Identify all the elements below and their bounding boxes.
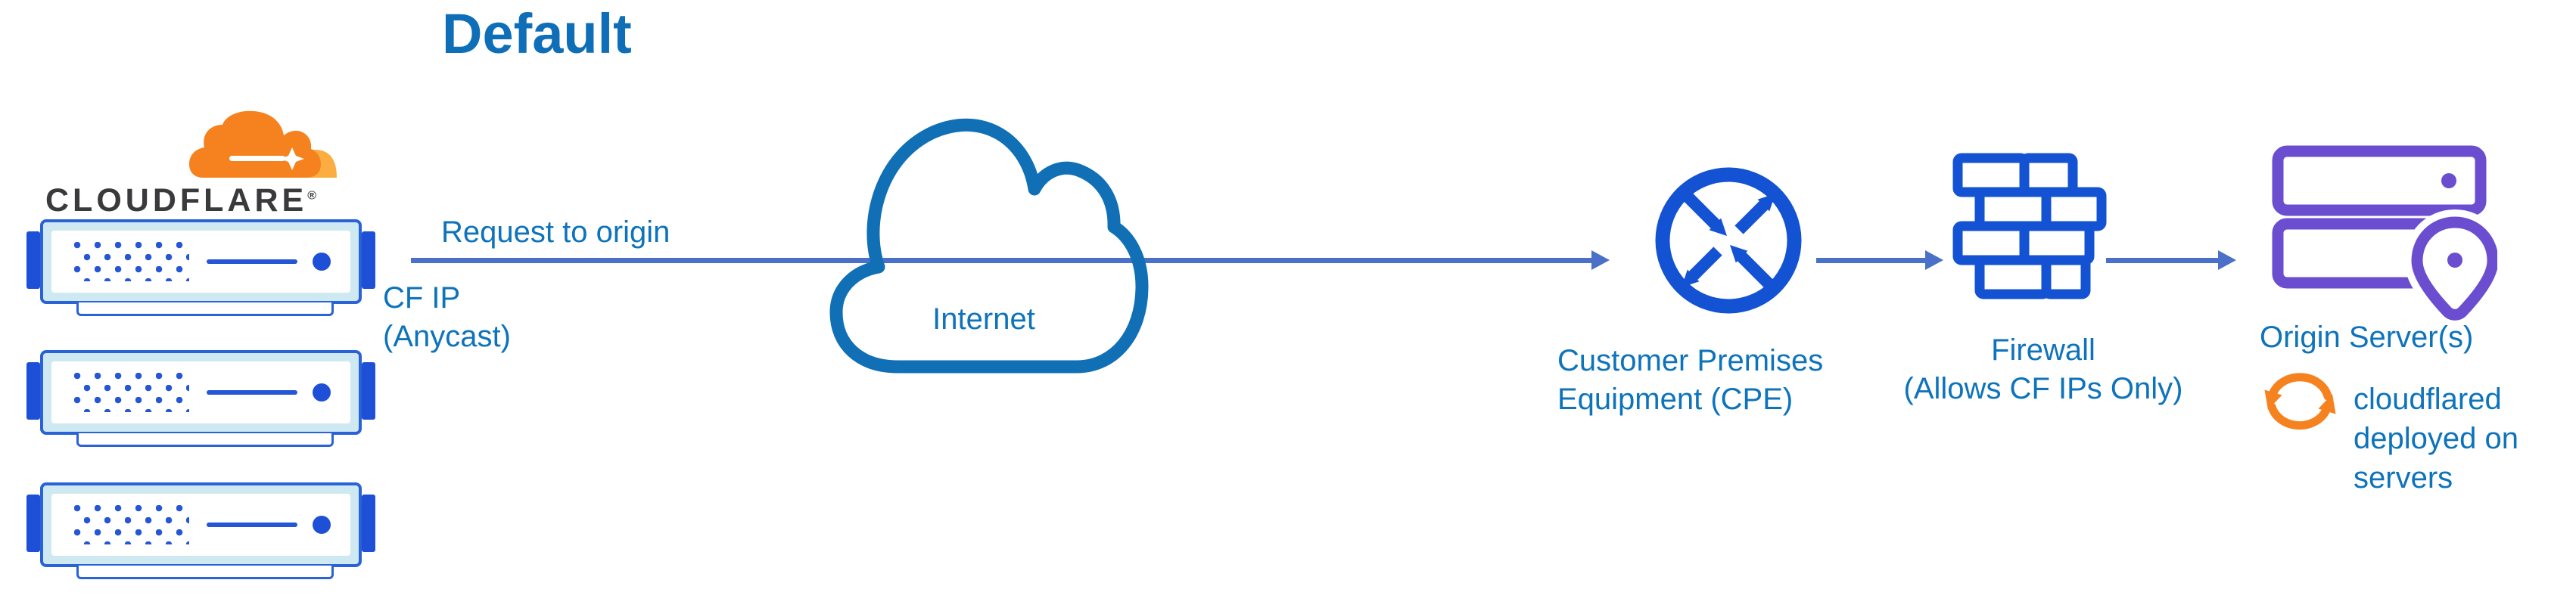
server-side-tab bbox=[362, 495, 375, 552]
flow-arrowhead-cpe-to-firewall bbox=[1925, 250, 1943, 270]
cf-ip-anycast-label: CF IP (Anycast) bbox=[383, 279, 511, 356]
flow-arrowhead-firewall-to-origin bbox=[2218, 250, 2236, 270]
cloudflared-label-line2: deployed on bbox=[2354, 422, 2518, 455]
server-side-tab bbox=[362, 362, 375, 420]
cloudflare-cloud-icon bbox=[189, 110, 337, 178]
internet-cloud-group: Internet bbox=[814, 110, 1154, 374]
server-slot-line bbox=[207, 390, 297, 395]
server-front-panel bbox=[51, 494, 350, 556]
cloudflare-wordmark: CLOUDFLARE® bbox=[45, 182, 316, 219]
cpe-arrows bbox=[1678, 188, 1778, 293]
origin-server-label: Origin Server(s) bbox=[2260, 321, 2474, 354]
flow-arrow-cf-to-cpe bbox=[411, 258, 1592, 263]
cf-ip-line: CF IP bbox=[383, 281, 461, 315]
cloudflared-label: cloudflared deployed on servers bbox=[2354, 380, 2518, 498]
server-vent-dots bbox=[74, 505, 189, 544]
edge-server bbox=[26, 219, 375, 316]
cloudflared-sync-icon bbox=[2264, 373, 2336, 430]
server-vent-dots bbox=[74, 373, 189, 412]
cpe-label-line2: Equipment (CPE) bbox=[1557, 383, 1794, 416]
location-pin-icon bbox=[2411, 216, 2497, 321]
internet-cloud-icon bbox=[829, 118, 1149, 374]
flow-arrow-cpe-to-firewall bbox=[1816, 258, 1927, 263]
firewall-label-line2: (Allows CF IPs Only) bbox=[1903, 372, 2183, 405]
cpe-label: Customer Premises Equipment (CPE) bbox=[1557, 342, 1823, 419]
server-power-led bbox=[313, 516, 331, 534]
edge-server bbox=[26, 350, 375, 447]
firewall-label: Firewall (Allows CF IPs Only) bbox=[1890, 331, 2196, 408]
server-side-tab bbox=[362, 231, 375, 289]
server-tray bbox=[76, 433, 334, 447]
origin-server-icon bbox=[2272, 145, 2497, 327]
server-tray bbox=[76, 302, 334, 316]
cloudflare-wordmark-text: CLOUDFLARE bbox=[45, 182, 308, 219]
firewall-brick-icon bbox=[1952, 153, 2107, 299]
cpe-label-line1: Customer Premises bbox=[1557, 344, 1824, 377]
firewall-label-line1: Firewall bbox=[1991, 333, 2095, 367]
server-front-panel bbox=[51, 361, 350, 423]
internet-label: Internet bbox=[932, 302, 1035, 336]
request-to-origin-label: Request to origin bbox=[441, 216, 670, 249]
registered-mark: ® bbox=[307, 189, 316, 203]
edge-server bbox=[26, 482, 375, 579]
flow-arrow-firewall-to-origin bbox=[2106, 258, 2220, 263]
server-side-tab bbox=[26, 495, 40, 552]
server-slot-line bbox=[207, 259, 297, 264]
cloudflared-label-line1: cloudflared bbox=[2354, 383, 2502, 416]
server-side-tab bbox=[26, 231, 40, 289]
cpe-router-icon bbox=[1655, 167, 1802, 314]
server-vent-dots bbox=[74, 242, 189, 281]
server-side-tab bbox=[26, 362, 40, 420]
server-power-led bbox=[313, 383, 331, 402]
server-power-led bbox=[313, 253, 331, 271]
flow-arrowhead-cf-to-cpe bbox=[1591, 250, 1610, 270]
server-slot-line bbox=[207, 523, 297, 527]
server-front-panel bbox=[51, 231, 350, 293]
server-tray bbox=[76, 566, 334, 579]
anycast-line: (Anycast) bbox=[383, 320, 511, 353]
cloudflared-label-line3: servers bbox=[2354, 461, 2453, 495]
diagram-title: Default bbox=[442, 2, 632, 65]
